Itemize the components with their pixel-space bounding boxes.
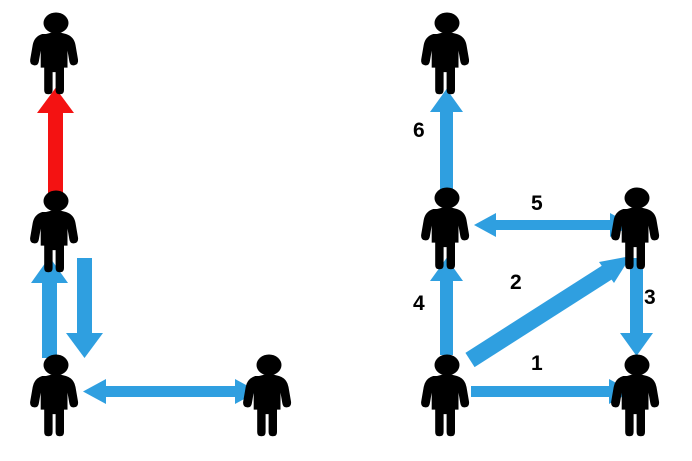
arrow-blue-bottom-left-to-bottom-right	[83, 379, 258, 404]
edge-label-2: 2	[510, 271, 522, 294]
right-graph-panel	[346, 0, 692, 461]
arrow-labeled-3	[620, 258, 653, 356]
arrow-labeled-1	[471, 379, 632, 404]
person-icon-right-bottom-left	[421, 354, 470, 437]
person-icon-left-top	[30, 12, 79, 95]
arrow-labeled-2	[465, 256, 631, 368]
edge-label-4: 4	[413, 292, 425, 315]
left-graph-panel	[30, 12, 292, 437]
arrow-blue-middle-to-bottom	[66, 258, 103, 358]
edge-label-1: 1	[531, 352, 543, 375]
arrow-labeled-4	[430, 258, 463, 355]
arrow-red-middle-to-top	[37, 88, 74, 193]
left-graph-svg	[30, 12, 292, 437]
person-icon-left-bottom-left	[30, 354, 79, 437]
person-icon-right-middle-right	[611, 187, 660, 270]
person-icon-right-middle-left	[421, 187, 470, 270]
right-graph-svg	[421, 12, 660, 437]
person-icon-left-middle	[30, 190, 79, 273]
edge-label-5: 5	[531, 192, 543, 215]
person-icon-right-top	[421, 12, 470, 95]
person-icon-right-bottom-right	[611, 354, 660, 437]
person-icon-left-bottom-right	[243, 354, 292, 437]
edge-label-6: 6	[413, 119, 425, 142]
arrow-labeled-5	[474, 213, 632, 237]
edge-label-3: 3	[644, 286, 656, 309]
arrow-labeled-6	[430, 89, 463, 190]
